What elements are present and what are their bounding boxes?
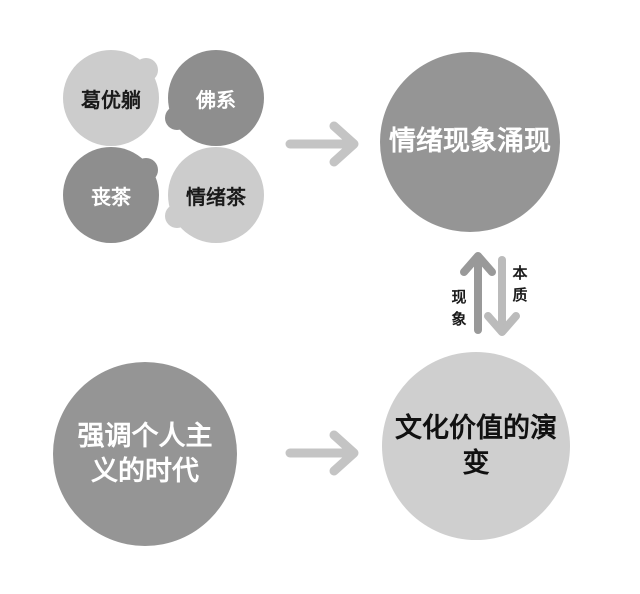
- individualism-era-label: 强调个人主义的时代: [77, 420, 213, 487]
- top-right-arrow: [285, 121, 359, 167]
- phenomenon-label: 现象: [451, 288, 467, 328]
- bottom-right-arrow: [285, 430, 359, 476]
- fo-xi-label: 佛系: [196, 87, 236, 112]
- sang-cha-label: 丧茶: [91, 184, 131, 209]
- value-evolution-label: 文化价值的演变: [395, 412, 557, 479]
- ge-you-tang-circle: 葛优躺: [63, 50, 159, 146]
- qing-xu-cha-label: 情绪茶: [186, 184, 246, 209]
- emotion-emergence-circle: 情绪现象涌现: [380, 52, 560, 232]
- individualism-era-circle: 强调个人主义的时代: [53, 362, 237, 546]
- essence-label: 本质: [512, 264, 528, 304]
- qing-xu-cha-circle: 情绪茶: [168, 147, 264, 243]
- fo-xi-circle: 佛系: [168, 50, 264, 146]
- up-arrow: [460, 252, 496, 334]
- sang-cha-circle: 丧茶: [63, 147, 159, 243]
- emotion-emergence-label: 情绪现象涌现: [389, 126, 551, 158]
- value-evolution-circle: 文化价值的演变: [382, 352, 570, 540]
- ge-you-tang-label: 葛优躺: [81, 87, 141, 112]
